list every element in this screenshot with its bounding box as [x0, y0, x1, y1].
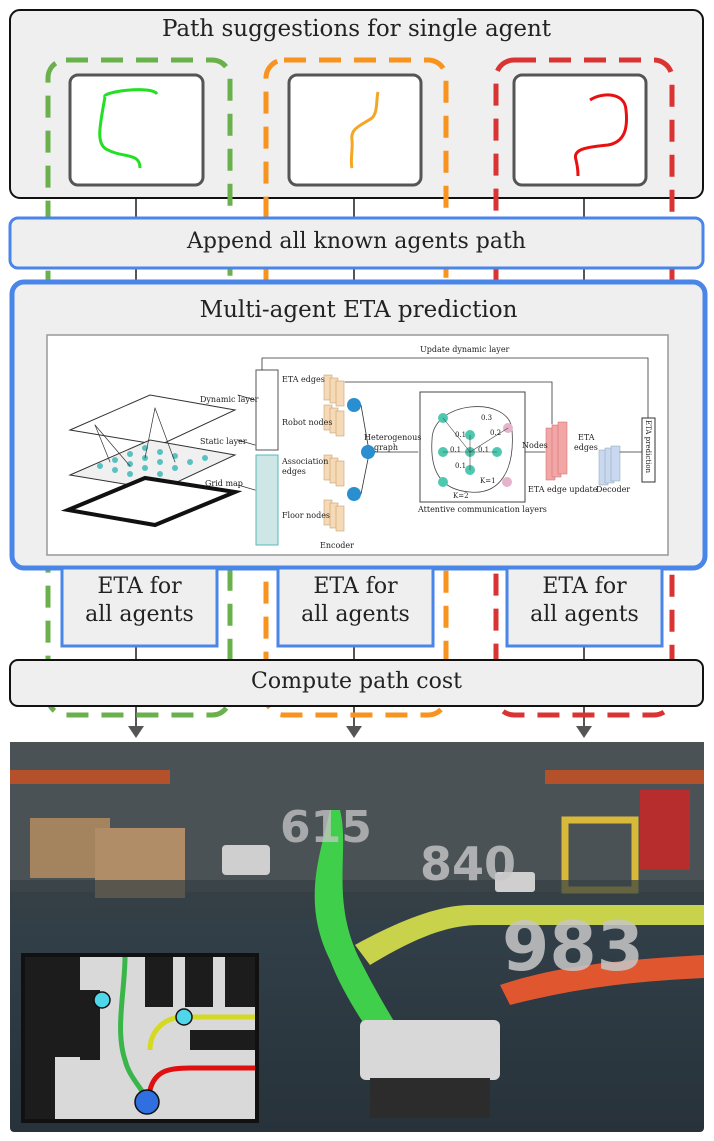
robot-mid — [495, 872, 535, 892]
label-eta-edges: ETA edges — [282, 375, 325, 384]
eta-box-2-label: ETA for all agents — [278, 573, 433, 629]
minimap-agent-1 — [93, 991, 111, 1009]
eta-box-1 — [60, 566, 219, 648]
label-nodes: Nodes — [522, 441, 548, 450]
architecture-figure: Update dynamic layer Dynamic layer Stati… — [60, 345, 656, 550]
eta-box-2 — [276, 566, 435, 648]
append-bar — [8, 216, 705, 270]
update-loop-line — [261, 357, 649, 419]
label-weight-3c: 0.1 — [455, 462, 466, 470]
yellow-route-end — [600, 905, 704, 925]
static-layer-nodes — [97, 445, 208, 477]
arrow-head-left — [128, 726, 144, 738]
label-eta-prediction: ETA prediction — [644, 420, 652, 474]
label-robot-nodes: Robot nodes — [282, 418, 332, 427]
label-attentive: Attentive communication layers — [417, 505, 547, 514]
green-route — [314, 810, 425, 1070]
cost-615: 615 — [280, 802, 372, 853]
eta-box-3-line1: ETA for — [542, 574, 627, 599]
arrow-head-middle — [346, 726, 362, 738]
label-eta-edge-update: ETA edge update — [528, 485, 598, 494]
label-weight-3b: 0.1 — [450, 446, 461, 454]
orange-path-line — [349, 91, 380, 169]
label-static-layer: Static layer — [200, 437, 247, 446]
label-k2: K=2 — [453, 492, 469, 500]
label-floor-nodes: Floor nodes — [282, 511, 330, 520]
eta-panel-title: Multi-agent ETA prediction — [199, 297, 518, 323]
eta-box-3-label: ETA for all agents — [507, 573, 662, 629]
minimap-walls — [25, 957, 255, 1119]
shelf-beam-left — [10, 770, 170, 784]
sum-node-1 — [347, 398, 361, 412]
minimap-red-path — [147, 1065, 255, 1091]
label-encoder: Encoder — [320, 541, 354, 550]
encoder-stacks — [323, 374, 345, 532]
red-path-box — [512, 73, 648, 187]
label-decoder: Decoder — [596, 485, 630, 494]
label-association-2: edges — [282, 467, 306, 476]
robot-base — [370, 1078, 490, 1118]
grid-map-plane — [60, 475, 243, 528]
decoder-stack — [598, 445, 621, 486]
label-update-dynamic: Update dynamic layer — [420, 345, 510, 354]
red-path-line — [574, 93, 628, 177]
eta-box-1-line1: ETA for — [97, 574, 182, 599]
sum-node-3 — [347, 487, 361, 501]
green-path-box — [68, 73, 205, 187]
graph-nodes-pink — [502, 423, 513, 487]
label-dynamic-layer: Dynamic layer — [200, 395, 259, 404]
extinguishers — [640, 790, 690, 870]
shelf-beam-right — [545, 770, 704, 784]
eta-box-3 — [505, 566, 664, 648]
eta-box-1-line2: all agents — [85, 602, 194, 627]
label-grid-map: Grid map — [205, 479, 243, 488]
label-weight-3a: 0.1 — [455, 431, 466, 439]
minimap-green-path — [118, 956, 150, 1103]
minimap-robot — [134, 1089, 160, 1115]
robot-left — [222, 845, 270, 875]
eta-box-2-line1: ETA for — [313, 574, 398, 599]
eta-box-3-line2: all agents — [530, 602, 639, 627]
eta-edges-matrix — [255, 369, 279, 451]
red-dashed-group — [493, 57, 675, 718]
label-association-1: Association — [281, 457, 328, 466]
robot-front — [360, 1020, 500, 1080]
label-weight-2: 0.2 — [490, 429, 501, 437]
arrow-head-right — [576, 726, 592, 738]
eta-box-2-line2: all agents — [301, 602, 410, 627]
graph-edges — [442, 417, 509, 471]
append-label: Append all known agents path — [187, 229, 526, 254]
label-eta-right-1: ETA — [578, 433, 595, 442]
association-matrix — [255, 454, 279, 546]
top-title: Path suggestions for single agent — [161, 16, 552, 42]
eta-prediction-box — [641, 417, 656, 483]
eta-edge-update-stack — [545, 421, 568, 481]
yellow-route — [355, 905, 600, 965]
eta-edges-line — [344, 381, 553, 425]
green-path-line — [98, 88, 159, 169]
minimap-agent-2 — [175, 1008, 193, 1026]
compute-bar — [9, 659, 704, 707]
label-weight-1: 0.3 — [481, 414, 492, 422]
cost-983: 983 — [502, 908, 644, 987]
red-route — [500, 955, 704, 1005]
label-k1: K=1 — [480, 477, 496, 485]
sum-node-2 — [361, 445, 375, 459]
label-heterogenous-1: Heterogenous — [364, 433, 421, 442]
cost-840: 840 — [420, 837, 516, 891]
eta-box-1-label: ETA for all agents — [62, 573, 217, 629]
compute-label: Compute path cost — [251, 669, 462, 694]
label-weight-3d: 0.1 — [478, 446, 489, 454]
label-heterogenous-2: graph — [374, 443, 398, 452]
label-eta-right-2: edges — [574, 443, 598, 452]
